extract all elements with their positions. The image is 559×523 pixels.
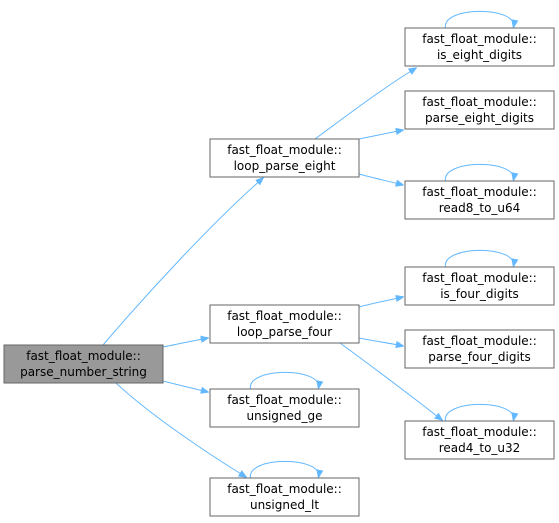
node-box <box>209 477 360 517</box>
node-label-line1: fast_float_module:: <box>227 482 342 496</box>
node-is-eight-digits[interactable]: fast_float_module:: is_eight_digits <box>404 27 555 67</box>
edge-parse-number-string-to-loop-parse-four <box>162 338 208 348</box>
node-label-line2: is_eight_digits <box>437 48 522 62</box>
node-label-line2: unsigned_ge <box>246 409 322 423</box>
edge-loop-parse-four-to-is-four-digits <box>358 297 403 308</box>
edge-read8-to-u64-to-read8-to-u64 <box>444 163 513 181</box>
edge-is-eight-digits-to-is-eight-digits <box>444 10 513 28</box>
node-label-line2: unsigned_lt <box>250 498 319 512</box>
node-label-line1: fast_float_module:: <box>227 393 342 407</box>
node-box <box>404 266 555 306</box>
node-box <box>404 27 555 67</box>
node-read8-to-u64[interactable]: fast_float_module:: read8_to_u64 <box>404 180 555 220</box>
node-loop-parse-eight[interactable]: fast_float_module:: loop_parse_eight <box>209 138 360 178</box>
node-is-four-digits[interactable]: fast_float_module:: is_four_digits <box>404 266 555 306</box>
node-unsigned-ge[interactable]: fast_float_module:: unsigned_ge <box>209 388 360 428</box>
node-label-line1: fast_float_module:: <box>422 334 537 348</box>
node-label-line1: fast_float_module:: <box>422 95 537 109</box>
node-box <box>404 90 555 130</box>
node-label-line1: fast_float_module:: <box>422 425 537 439</box>
node-label-line2: is_four_digits <box>440 287 519 301</box>
node-loop-parse-four[interactable]: fast_float_module:: loop_parse_four <box>209 304 360 344</box>
node-parse-four-digits[interactable]: fast_float_module:: parse_four_digits <box>404 329 555 369</box>
node-parse-eight-digits[interactable]: fast_float_module:: parse_eight_digits <box>404 90 555 130</box>
node-read4-to-u32[interactable]: fast_float_module:: read4_to_u32 <box>404 420 555 460</box>
node-label-line2: loop_parse_eight <box>234 159 336 173</box>
edge-is-four-digits-to-is-four-digits <box>444 249 513 267</box>
node-label-line1: fast_float_module:: <box>227 143 342 157</box>
edges-layer <box>102 10 514 478</box>
edge-loop-parse-eight-to-parse-eight-digits <box>358 130 403 140</box>
node-label-line2: read8_to_u64 <box>439 201 521 215</box>
node-label-line2: parse_number_string <box>20 365 147 379</box>
node-label-line2: loop_parse_four <box>237 325 332 339</box>
node-box <box>404 420 555 460</box>
node-box <box>404 180 555 220</box>
node-label-line2: parse_eight_digits <box>425 111 534 125</box>
edge-parse-number-string-to-unsigned-ge <box>162 380 208 392</box>
node-unsigned-lt[interactable]: fast_float_module:: unsigned_lt <box>209 477 360 517</box>
edge-loop-parse-four-to-parse-four-digits <box>358 337 403 346</box>
node-box <box>209 388 360 428</box>
node-label-line1: fast_float_module:: <box>422 185 537 199</box>
edge-loop-parse-eight-to-is-eight-digits <box>314 68 416 140</box>
node-label-line1: fast_float_module:: <box>422 271 537 285</box>
node-box <box>209 304 360 344</box>
node-label-line1: fast_float_module:: <box>227 309 342 323</box>
edge-unsigned-ge-to-unsigned-ge <box>249 371 318 389</box>
edge-read4-to-u32-to-read4-to-u32 <box>444 403 513 421</box>
edge-unsigned-lt-to-unsigned-lt <box>249 460 318 478</box>
node-label-line2: parse_four_digits <box>428 350 531 364</box>
node-label-line1: fast_float_module:: <box>26 349 141 363</box>
node-label-line1: fast_float_module:: <box>422 32 537 46</box>
edge-parse-number-string-to-loop-parse-eight <box>102 178 263 346</box>
node-box <box>3 344 164 384</box>
node-box <box>404 329 555 369</box>
edge-parse-number-string-to-unsigned-lt <box>115 382 246 477</box>
edge-loop-parse-four-to-read4-to-u32 <box>339 342 442 420</box>
edge-loop-parse-eight-to-read8-to-u64 <box>358 173 403 185</box>
node-label-line2: read4_to_u32 <box>439 441 521 455</box>
node-box <box>209 138 360 178</box>
node-parse-number-string[interactable]: fast_float_module:: parse_number_string <box>3 344 164 384</box>
